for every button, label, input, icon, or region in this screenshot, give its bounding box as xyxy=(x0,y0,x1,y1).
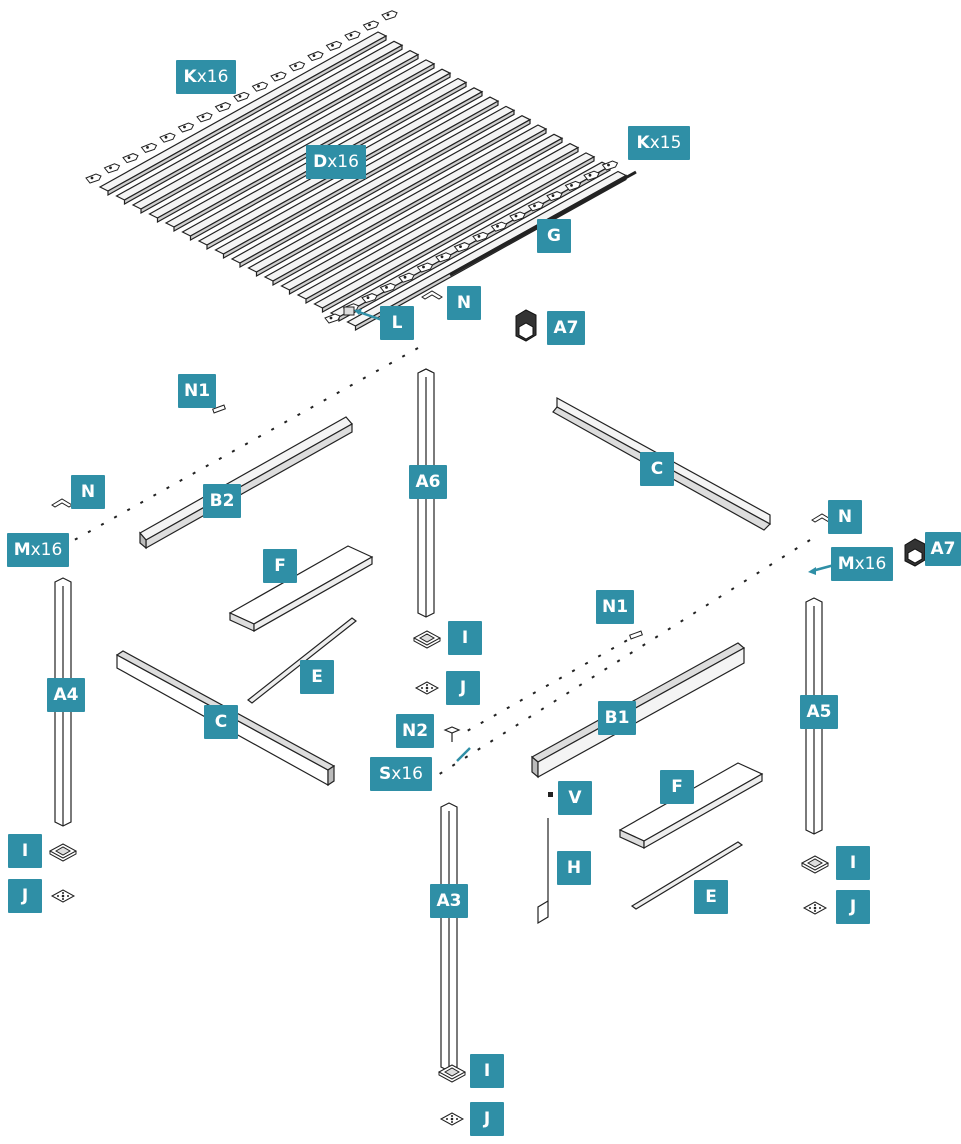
clip-k xyxy=(85,173,102,184)
base-plate-j xyxy=(802,901,828,915)
base-plate-j xyxy=(50,889,76,903)
label-b1: B1 xyxy=(598,701,636,735)
label-n-left: N xyxy=(71,475,105,509)
bracket-n-top xyxy=(421,290,443,300)
clip-k xyxy=(122,153,139,164)
roof-slats-d xyxy=(98,31,628,332)
label-a4: A4 xyxy=(47,678,85,712)
clip-k xyxy=(326,40,342,51)
label-j-a4: J xyxy=(8,879,42,913)
roof-slat-edge xyxy=(239,109,515,269)
part-n1-left xyxy=(212,404,226,414)
crank-h xyxy=(537,818,549,925)
clip-k xyxy=(307,51,324,62)
label-j-a6: J xyxy=(446,671,480,705)
roof-slat-edge xyxy=(305,146,579,305)
label-n-right: N xyxy=(828,500,862,534)
base-plate-i xyxy=(800,855,830,874)
label-n1-left: N1 xyxy=(178,374,216,408)
bar-e-right xyxy=(630,841,744,910)
base-plate-j xyxy=(414,681,440,695)
clip-k xyxy=(363,20,379,31)
label-i-a3: I xyxy=(470,1054,504,1088)
base-plate-i xyxy=(48,843,78,862)
roof-slat-edge xyxy=(156,62,435,224)
roof-slat-edge xyxy=(321,155,595,314)
label-i-a6: I xyxy=(448,621,482,655)
clip-k xyxy=(252,81,268,92)
clip-k xyxy=(215,102,231,113)
label-a3: A3 xyxy=(430,884,468,918)
label-a7-right: A7 xyxy=(925,532,961,566)
roof-slat-edge xyxy=(222,100,499,260)
label-i-a5: I xyxy=(836,846,870,880)
part-l xyxy=(343,306,355,316)
base-plate-i xyxy=(437,1064,467,1083)
roof-slat-edge xyxy=(140,53,419,215)
clip-k xyxy=(141,142,157,153)
clip-k xyxy=(289,61,305,72)
post-a3 xyxy=(440,802,458,1072)
label-h: H xyxy=(557,851,591,885)
clip-k xyxy=(178,122,194,133)
label-f-right: F xyxy=(660,770,694,804)
clip-k xyxy=(104,163,120,174)
clip-k xyxy=(324,313,341,324)
label-j-a3: J xyxy=(470,1102,504,1136)
arrow-l xyxy=(355,309,383,322)
label-a6: A6 xyxy=(409,465,447,499)
label-n-top: N xyxy=(447,286,481,320)
part-n2 xyxy=(443,726,461,742)
label-e-right: E xyxy=(694,880,728,914)
roof-slat-edge xyxy=(255,118,531,278)
label-a7-top: A7 xyxy=(547,311,585,345)
label-g: G xyxy=(537,219,571,253)
part-n1-right xyxy=(629,630,643,640)
label-e-left: E xyxy=(300,660,334,694)
base-plate-i xyxy=(412,630,442,649)
clip-k xyxy=(196,112,213,123)
roof-slat-edge xyxy=(107,34,387,197)
beam-b2 xyxy=(139,416,353,550)
bracket-a7-right xyxy=(904,538,926,567)
label-j-a5: J xyxy=(836,890,870,924)
clip-k xyxy=(381,10,398,21)
label-i-a4: I xyxy=(8,834,42,868)
clip-k xyxy=(270,71,287,82)
beam-b1 xyxy=(530,642,746,779)
bracket-a7-top xyxy=(515,309,537,342)
base-plates xyxy=(48,630,830,1126)
label-f-left: F xyxy=(263,549,297,583)
part-v xyxy=(548,792,553,797)
bracket-n-left xyxy=(51,498,73,508)
roof-slat-edge xyxy=(288,137,563,296)
roof-slat-edge xyxy=(272,127,547,287)
base-plate-j xyxy=(439,1112,465,1126)
alignment-lines xyxy=(59,347,811,781)
label-l: L xyxy=(380,306,414,340)
shelf-f-left xyxy=(228,545,374,633)
label-n2: N2 xyxy=(396,714,434,748)
label-v: V xyxy=(558,781,592,815)
roof-slat-edge xyxy=(123,44,403,206)
label-b2: B2 xyxy=(203,484,241,518)
label-c-left: C xyxy=(204,705,238,739)
clip-k xyxy=(159,132,176,143)
label-c-right: C xyxy=(640,452,674,486)
clip-k xyxy=(233,91,250,102)
label-a5: A5 xyxy=(800,695,838,729)
clip-k xyxy=(344,30,361,41)
label-n1-right: N1 xyxy=(596,590,634,624)
